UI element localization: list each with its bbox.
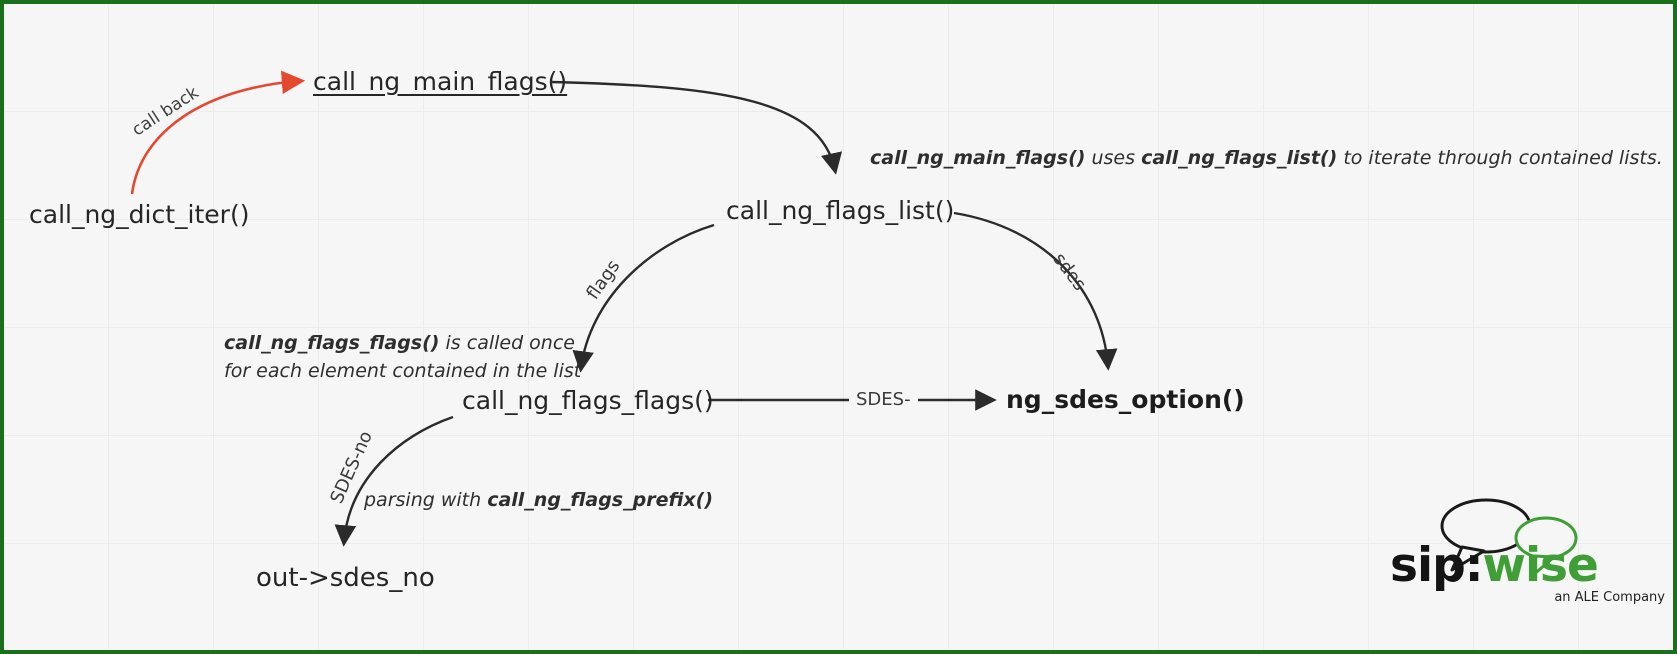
node-call-ng-main-flags: call_ng_main_flags() bbox=[313, 67, 568, 96]
node-call-ng-flags-flags: call_ng_flags_flags() bbox=[462, 386, 714, 415]
annotation-text: uses bbox=[1085, 147, 1142, 169]
logo-tagline: an ALE Company bbox=[1554, 590, 1665, 605]
annotation-iterate-note: call_ng_main_flags() uses call_ng_flags_… bbox=[870, 145, 1663, 173]
annotation-prefix-note: parsing with call_ng_flags_prefix() bbox=[364, 487, 713, 515]
edge-label-flags: flags bbox=[582, 256, 625, 304]
logo-text-sip: sip: bbox=[1390, 538, 1484, 593]
logo-wordmark: sip:wise bbox=[1390, 538, 1599, 593]
arrow-mainflags-to-flagslist bbox=[549, 80, 843, 175]
annotation-text: for each element contained in the list bbox=[224, 359, 582, 382]
annotation-fn-flags-flags: call_ng_flags_flags() bbox=[224, 332, 440, 354]
annotation-text: to iterate through contained lists. bbox=[1337, 147, 1663, 169]
node-call-ng-flags-list: call_ng_flags_list() bbox=[726, 196, 955, 225]
annotation-called-once-note: call_ng_flags_flags() is called once for… bbox=[224, 330, 581, 385]
annotation-text: is called once bbox=[439, 332, 575, 354]
edge-label-sdes-dash: SDES- bbox=[849, 389, 918, 410]
arrow-flagslist-to-sdesoption bbox=[953, 211, 1118, 371]
edge-label-call-back: call back bbox=[128, 82, 203, 141]
node-ng-sdes-option: ng_sdes_option() bbox=[1006, 385, 1245, 414]
annotation-fn-main-flags: call_ng_main_flags() bbox=[870, 147, 1086, 169]
node-out-sdes-no: out->sdes_no bbox=[256, 563, 435, 593]
annotation-line: for each element contained in the list bbox=[224, 358, 581, 386]
annotation-fn-flags-prefix: call_ng_flags_prefix() bbox=[487, 489, 714, 511]
speech-bubbles-icon bbox=[1440, 498, 1578, 578]
annotation-line: call_ng_flags_flags() is called once bbox=[224, 330, 581, 358]
node-call-ng-dict-iter: call_ng_dict_iter() bbox=[29, 200, 250, 229]
edge-label-sdes: sdes bbox=[1048, 249, 1091, 295]
annotation-fn-flags-list: call_ng_flags_list() bbox=[1141, 147, 1338, 169]
sipwise-logo: sip:wise an ALE Company bbox=[1386, 496, 1671, 611]
logo-text-wise: wise bbox=[1482, 538, 1599, 593]
arrow-callback bbox=[130, 70, 306, 195]
annotation-text: parsing with bbox=[364, 489, 488, 511]
